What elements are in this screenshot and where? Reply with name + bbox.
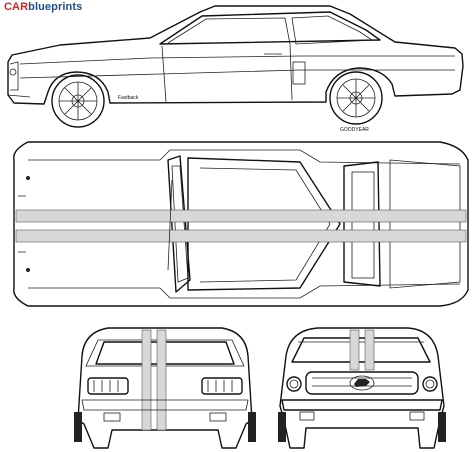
site-logo[interactable]: CARblueprints <box>4 1 82 13</box>
logo-car-text: CAR <box>4 1 29 13</box>
rear-wheel <box>329 71 383 125</box>
logo-blueprints-text: blueprints <box>28 1 83 13</box>
side-badge: Fastback <box>118 95 139 101</box>
tire-lettering: GOODYEAR <box>340 127 369 133</box>
top-view <box>13 141 469 307</box>
rear-view <box>74 327 256 449</box>
front-wheel <box>51 74 105 128</box>
front-view <box>278 327 446 449</box>
side-view: Fastback GOODYEAR <box>7 5 464 133</box>
